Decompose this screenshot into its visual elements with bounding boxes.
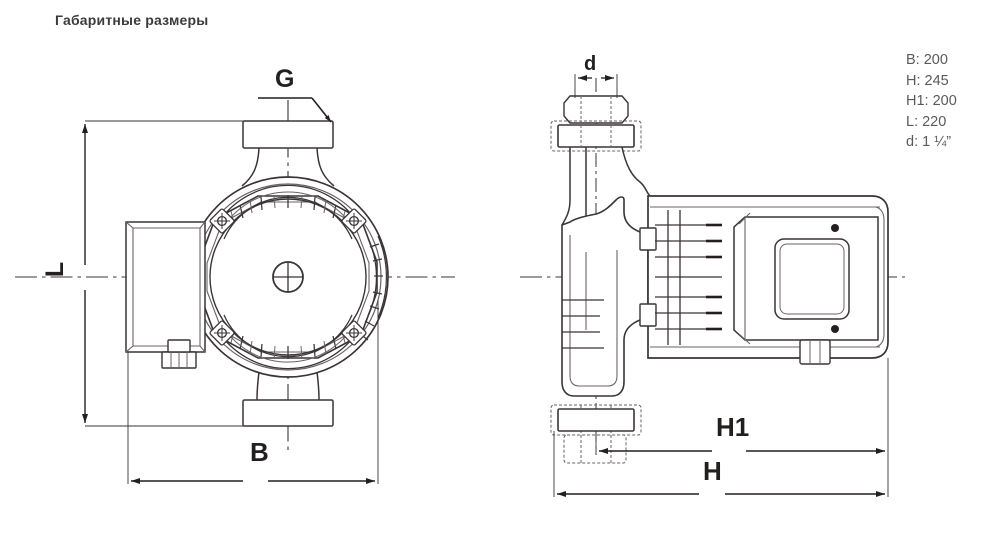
front-shaft-cross [273, 262, 303, 292]
d-extension-lines [574, 74, 618, 98]
spec-item-d: d: 1 ¼” [906, 134, 952, 150]
side-fin-tips [706, 223, 722, 331]
spec-item-H1: H1: 200 [906, 93, 957, 109]
side-top-union-nut-dashed [580, 96, 612, 123]
side-terminal-cable-gland-lines [809, 340, 821, 364]
front-vents-bottom [217, 314, 359, 370]
side-terminal-cable-gland [799, 339, 831, 365]
dimension-label-G: G [275, 65, 295, 93]
dimension-label-B: B [250, 437, 269, 467]
spec-item-L: L: 220 [906, 113, 947, 130]
side-cooling-fin-verticals [667, 210, 681, 345]
side-view [520, 74, 905, 497]
side-top-flange-outline-dashed [550, 120, 642, 152]
side-top-union-nut [563, 95, 629, 124]
side-terminal-box-edge [738, 212, 751, 345]
side-bottom-flange-outline-dashed [550, 404, 642, 464]
dimension-label-L: L [41, 261, 70, 278]
dimension-label-H1: H1 [716, 412, 750, 442]
specs-list: B: 200 H: 245 H1: 200 L: 220 d: 1 ¼” [906, 50, 957, 153]
L-extension-lines [85, 120, 253, 427]
front-terminal-box [125, 221, 206, 353]
side-volute-inner [569, 235, 618, 387]
side-terminal-panel [774, 238, 850, 320]
dimension-label-H: H [703, 456, 722, 486]
side-terminal-screw-top [831, 224, 839, 232]
side-bottom-flange-plate [557, 408, 635, 432]
side-motor-housing-inner [650, 206, 885, 348]
front-view [15, 97, 455, 484]
front-top-flange [242, 120, 334, 149]
side-volute-ribs [562, 299, 604, 349]
H1-extension-lines [595, 358, 889, 454]
spec-item-B: B: 200 [906, 52, 948, 68]
dimension-label-d: d [584, 53, 597, 75]
front-bottom-neck [256, 371, 320, 401]
front-top-neck [241, 147, 335, 187]
front-cable-gland-lines [170, 352, 188, 368]
spec-item-H: H: 245 [906, 72, 949, 89]
side-shaft-stub [639, 227, 657, 327]
side-terminal-screw-bottom [831, 325, 839, 333]
front-terminal-box-inner [125, 221, 206, 353]
side-volute-body [561, 196, 649, 397]
front-bottom-flange [242, 399, 334, 427]
page-title: Габаритные размеры [55, 12, 209, 28]
G-leader-line [258, 97, 332, 123]
side-terminal-panel-inner [779, 243, 845, 315]
H-extension-lines [553, 431, 889, 497]
side-top-flange-plate [557, 124, 635, 148]
B-extension-lines [127, 300, 379, 484]
